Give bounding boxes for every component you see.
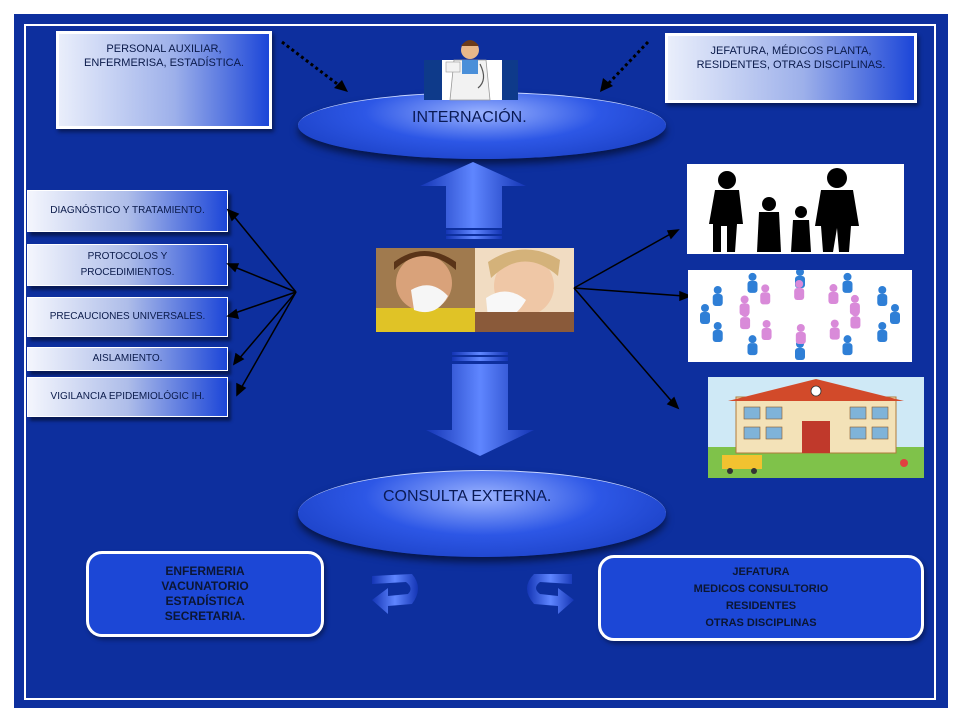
school-building-image [708, 377, 924, 478]
top-right-line-1: JEFATURA, MÉDICOS PLANTA, [710, 45, 872, 57]
bottom-right-line-2: MEDICOS CONSULTORIO [693, 583, 829, 595]
left-box-aislamiento-label: AISLAMIENTO. [92, 353, 163, 364]
internacion-ellipse [298, 92, 666, 159]
left-box-diagnostico: DIAGNÓSTICO Y TRATAMIENTO. [27, 190, 228, 232]
internacion-label: INTERNACIÓN. [412, 109, 527, 126]
children-sneezing-photo [376, 248, 574, 332]
bottom-right-staff-box: JEFATURA MEDICOS CONSULTORIO RESIDENTES … [598, 555, 924, 641]
top-left-line-2: ENFERMERISA, ESTADÍSTICA. [84, 57, 244, 69]
left-box-aislamiento: AISLAMIENTO. [27, 347, 228, 371]
family-silhouette-image [687, 164, 904, 254]
bottom-right-line-3: RESIDENTES [725, 600, 797, 612]
top-right-line-2: RESIDENTES, OTRAS DISCIPLINAS. [696, 59, 886, 71]
left-box-vigilancia-label: VIGILANCIA EPIDEMIOLÓGIC IH. [50, 391, 205, 402]
bottom-left-staff-box: ENFERMERIA VACUNATORIO ESTADÍSTICA SECRE… [86, 551, 324, 637]
top-right-staff-box: JEFATURA, MÉDICOS PLANTA, RESIDENTES, OT… [665, 33, 917, 103]
left-box-protocolos: PROTOCOLOS Y PROCEDIMIENTOS. [27, 244, 228, 286]
bottom-right-line-1: JEFATURA [732, 566, 790, 578]
bottom-left-line-3: ESTADÍSTICA [165, 594, 245, 608]
left-box-diagnostico-label: DIAGNÓSTICO Y TRATAMIENTO. [50, 205, 205, 216]
bottom-right-line-4: OTRAS DISCIPLINAS [705, 617, 817, 629]
consulta-externa-label: CONSULTA EXTERNA. [383, 488, 552, 505]
top-left-staff-box: PERSONAL AUXILIAR, ENFERMERISA, ESTADÍST… [56, 31, 272, 129]
left-box-precauciones-label: PRECAUCIONES UNIVERSALES. [49, 311, 206, 322]
top-left-line-1: PERSONAL AUXILIAR, [106, 43, 222, 55]
bottom-left-line-1: ENFERMERIA [165, 564, 245, 578]
left-box-precauciones: PRECAUCIONES UNIVERSALES. [27, 297, 228, 337]
bottom-left-line-2: VACUNATORIO [161, 579, 249, 593]
left-box-protocolos-label: PROTOCOLOS Y PROCEDIMIENTOS. [80, 251, 175, 278]
slide-frame [24, 24, 936, 700]
people-network-image [688, 270, 912, 362]
bottom-left-line-4: SECRETARIA. [164, 609, 246, 623]
consulta-externa-ellipse [298, 470, 666, 557]
left-box-vigilancia: VIGILANCIA EPIDEMIOLÓGIC IH. [27, 377, 228, 417]
